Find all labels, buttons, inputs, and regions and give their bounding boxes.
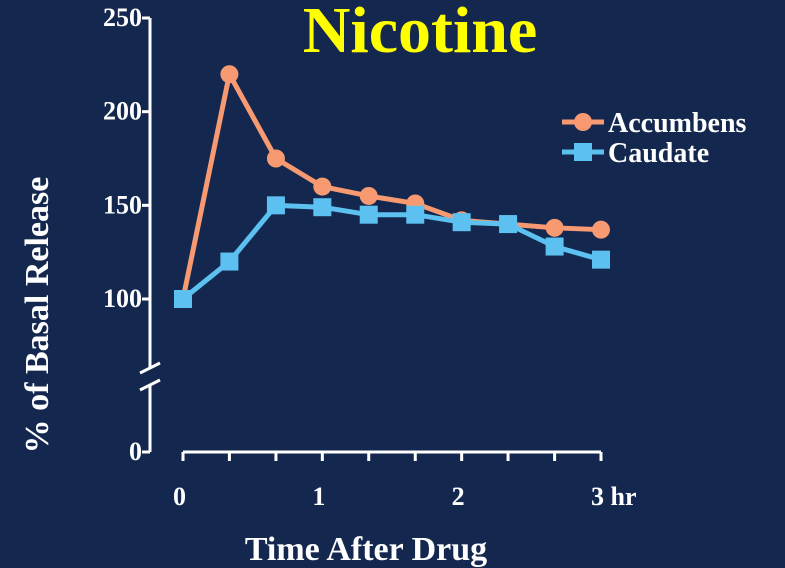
data-point-caudate (174, 290, 192, 308)
y-axis-title: % of Basal Release (19, 177, 56, 454)
legend-marker (574, 113, 592, 131)
data-point-accumbens (592, 220, 610, 239)
data-point-caudate (406, 205, 425, 224)
y-tick-label: 100 (103, 284, 142, 313)
x-tick-label: 0 (173, 482, 186, 511)
series-accumbens (174, 65, 610, 308)
axes: 0 100 150 200 250 0 1 2 3 hr (103, 3, 637, 511)
x-tick-label: 3 hr (591, 482, 637, 511)
legend-label: Caudate (608, 138, 709, 169)
data-point-accumbens (220, 65, 239, 84)
data-point-accumbens (545, 218, 564, 237)
data-point-caudate (313, 198, 332, 217)
data-point-accumbens (266, 149, 285, 168)
x-tick-label: 2 (452, 482, 465, 511)
data-point-caudate (499, 215, 518, 234)
data-point-accumbens (359, 186, 378, 205)
legend-item-caudate: Caudate (562, 138, 709, 169)
y-tick-label: 150 (103, 190, 142, 219)
data-point-caudate (359, 205, 378, 224)
series-line-caudate (181, 202, 602, 301)
legend-label: Accumbens (608, 108, 747, 139)
x-axis-title: Time After Drug (245, 531, 487, 568)
legend-marker (574, 143, 592, 161)
series-layer (174, 65, 610, 308)
data-point-accumbens (313, 177, 332, 196)
data-point-caudate (220, 252, 239, 271)
series-caudate (174, 196, 610, 308)
series-line-accumbens (180, 71, 602, 300)
data-point-caudate (592, 250, 610, 269)
legend-item-accumbens: Accumbens (562, 108, 747, 139)
x-tick-label: 1 (312, 482, 325, 511)
data-point-caudate (545, 237, 564, 256)
y-axis-break-mark (139, 378, 161, 392)
y-tick-label: 250 (103, 3, 142, 32)
data-point-caudate (266, 196, 285, 215)
y-tick-label: 0 (129, 437, 142, 466)
y-axis-break-mark (139, 361, 161, 375)
y-tick-label: 200 (103, 97, 142, 126)
data-point-caudate (452, 213, 471, 232)
chart-title: Nicotine (303, 0, 538, 67)
